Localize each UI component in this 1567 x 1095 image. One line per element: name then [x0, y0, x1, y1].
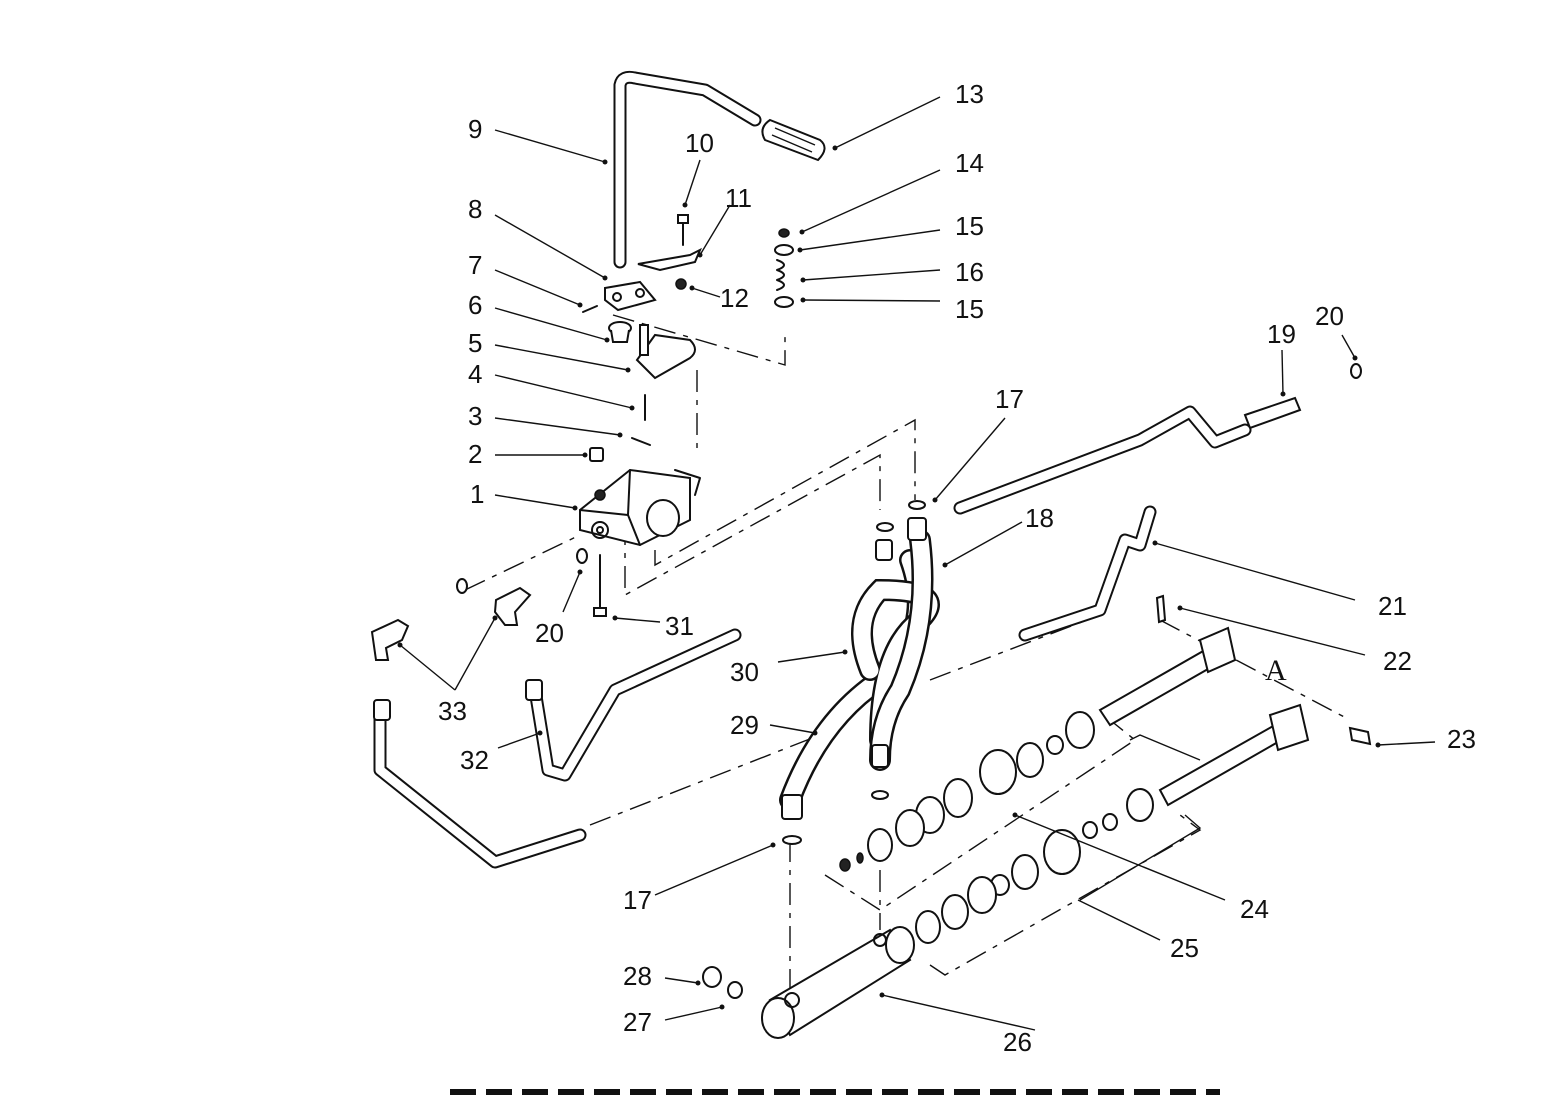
callout-1: 1: [470, 479, 484, 509]
callout-17a: 17: [995, 384, 1024, 414]
elbow-33-right: [493, 586, 543, 701]
callout-15b: 15: [955, 294, 984, 324]
washer-20-right: [1350, 363, 1362, 379]
callout-15a: 15: [955, 211, 984, 241]
arm-5: [635, 333, 696, 380]
callout-17b: 17: [623, 885, 652, 915]
leader-lines: [397, 96, 1436, 1031]
callout-21: 21: [1378, 591, 1407, 621]
callout-11: 11: [725, 183, 752, 213]
callout-19: 19: [1267, 319, 1296, 349]
callout-20b: 20: [535, 618, 564, 648]
callout-labels: 1 2 3 4 5 6 7 8 9 10 11 12 13 14 15 16 1…: [438, 79, 1476, 1057]
lever-grip: [761, 118, 826, 162]
callout-23: 23: [1447, 724, 1476, 754]
control-valve-1: [579, 468, 701, 547]
cotter-22: [1155, 594, 1167, 624]
hydraulic-cylinder-26: [761, 926, 915, 1039]
fitting-19: [1243, 396, 1302, 430]
callout-4: 4: [468, 359, 482, 389]
detail-marker-a: A: [1265, 654, 1287, 687]
callout-12: 12: [720, 283, 749, 313]
callout-6: 6: [468, 290, 482, 320]
callout-26: 26: [1003, 1027, 1032, 1057]
callout-16: 16: [955, 257, 984, 287]
callout-22: 22: [1383, 646, 1412, 676]
callout-32: 32: [460, 745, 489, 775]
plate-11: [637, 247, 702, 272]
elbow-33-left: [370, 618, 410, 721]
bolt-31: [593, 554, 607, 617]
callout-18: 18: [1025, 503, 1054, 533]
pin-3: [631, 437, 651, 446]
washer-27: [727, 981, 743, 999]
callout-5: 5: [468, 328, 482, 358]
alignment-lines: [464, 314, 1351, 1000]
callout-8: 8: [468, 194, 482, 224]
control-lever: [613, 70, 762, 269]
callout-7: 7: [468, 250, 482, 280]
seal-kit-24: [856, 711, 1095, 864]
callout-3: 3: [468, 401, 482, 431]
callout-14: 14: [955, 148, 984, 178]
washer-left: [456, 578, 468, 594]
callout-31: 31: [665, 611, 694, 641]
callout-25: 25: [1170, 933, 1199, 963]
clevis-pin-23: [1348, 726, 1372, 746]
callout-9: 9: [468, 114, 482, 144]
callout-13: 13: [955, 79, 984, 109]
callout-29: 29: [730, 710, 759, 740]
callout-2: 2: [468, 439, 482, 469]
seal-kit-25: [839, 788, 1154, 944]
bolt-10: [677, 214, 689, 246]
spring-stack: [774, 228, 794, 308]
hose-18: [869, 529, 934, 771]
callout-24: 24: [1240, 894, 1269, 924]
callout-27: 27: [623, 1007, 652, 1037]
callout-10: 10: [685, 128, 714, 158]
cap-2: [589, 447, 604, 462]
piston-rods: [1098, 626, 1310, 807]
nut-12: [675, 278, 687, 290]
tube-32: [528, 628, 742, 782]
washer-20-left: [576, 548, 588, 564]
fitting-28: [702, 966, 722, 988]
bushing-6: [608, 321, 632, 343]
callout-20a: 20: [1315, 301, 1344, 331]
tube-lower-left: [373, 705, 587, 869]
callout-30: 30: [730, 657, 759, 687]
pin-7: [582, 305, 598, 313]
callout-28: 28: [623, 961, 652, 991]
callout-33: 33: [438, 696, 467, 726]
